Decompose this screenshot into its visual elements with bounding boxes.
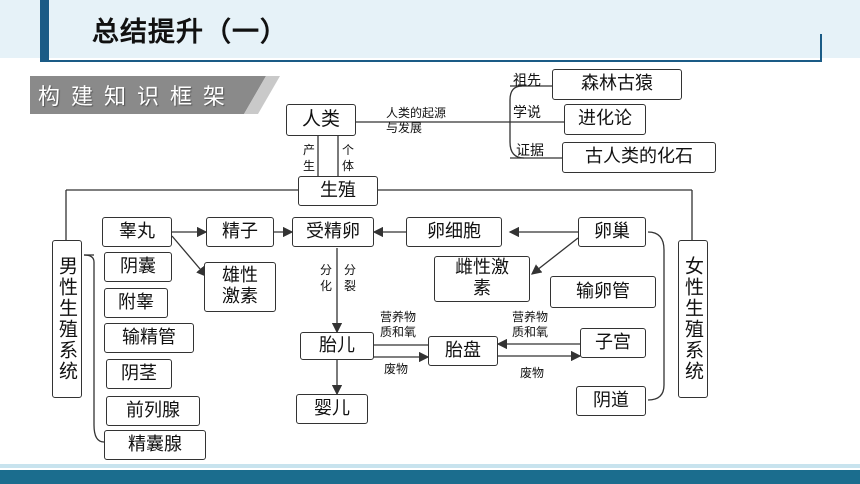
label-nutrients-right: 营养物质和氧 — [512, 310, 549, 339]
label-waste-right: 废物 — [520, 366, 545, 380]
node-fossil: 古人类的化石 — [562, 142, 716, 173]
node-placenta: 胎盘 — [428, 336, 498, 366]
label-evidence: 证据 — [516, 143, 544, 159]
label-ancestor: 祖先 — [513, 73, 541, 89]
node-vas-deferens: 输精管 — [104, 323, 194, 353]
label-differentiate: 分化 — [320, 263, 333, 293]
subtitle-banner — [30, 76, 280, 114]
node-testis: 睾丸 — [102, 217, 172, 247]
node-scrotum: 阴囊 — [104, 252, 172, 282]
node-reproduction: 生殖 — [298, 176, 378, 206]
node-sperm: 精子 — [206, 217, 274, 247]
node-epididymis: 附睾 — [104, 288, 168, 318]
node-human: 人类 — [286, 104, 356, 136]
header-corner-line — [820, 34, 822, 62]
footer-band — [0, 470, 860, 484]
label-theory: 学说 — [513, 105, 541, 121]
header-underline — [40, 60, 822, 62]
node-ovary: 卵巢 — [578, 217, 646, 247]
node-male-hormone: 雄性激素 — [204, 262, 276, 312]
node-male-system: 男性生殖系统 — [52, 240, 82, 398]
label-divide: 分裂 — [344, 263, 357, 293]
node-female-system: 女性生殖系统 — [678, 240, 708, 398]
label-individual: 个体 — [342, 143, 355, 173]
page-title: 总结提升（一） — [92, 17, 288, 48]
node-evolution: 进化论 — [564, 104, 646, 135]
label-origin: 人类的起源与发展 — [386, 106, 447, 135]
label-nutrients-left: 营养物质和氧 — [380, 310, 417, 339]
node-female-hormone: 雌性激素 — [434, 256, 530, 302]
node-zygote: 受精卵 — [292, 217, 374, 247]
header-accent-bar — [40, 0, 49, 62]
node-egg: 卵细胞 — [406, 217, 502, 247]
node-oviduct: 输卵管 — [550, 276, 656, 308]
footer-highlight — [0, 464, 860, 468]
node-fetus: 胎儿 — [300, 332, 374, 360]
label-waste-left: 废物 — [384, 362, 409, 376]
node-seminal-vesicle: 精囊腺 — [104, 430, 206, 460]
label-produce: 产生 — [303, 143, 316, 173]
node-vagina: 阴道 — [576, 386, 646, 416]
header-band — [0, 0, 860, 58]
node-uterus: 子宫 — [580, 328, 646, 358]
node-prostate: 前列腺 — [106, 396, 200, 426]
node-penis: 阴茎 — [106, 359, 172, 389]
node-infant: 婴儿 — [296, 394, 368, 424]
subtitle-text: 构建知识框架 — [38, 85, 237, 110]
node-forest-ape: 森林古猿 — [552, 69, 682, 100]
